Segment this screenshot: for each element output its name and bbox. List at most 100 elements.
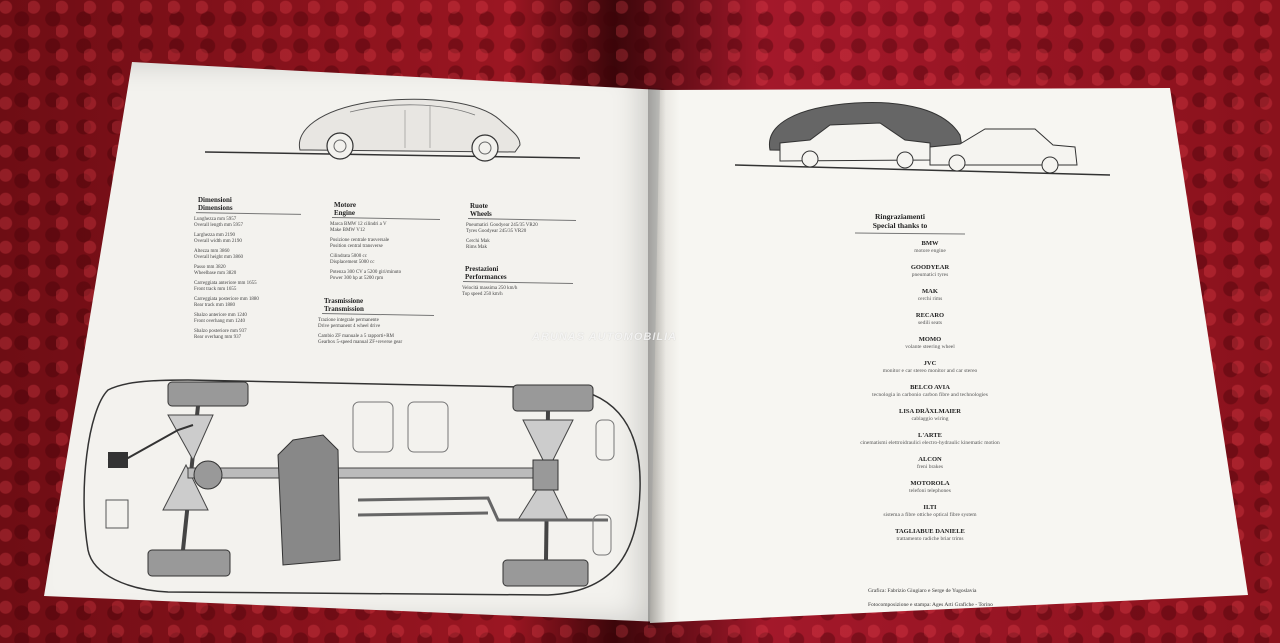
dimensions-heading-en: Dimensions bbox=[198, 204, 233, 212]
engine-line: Displacement 5000 cc bbox=[330, 260, 375, 265]
dimensions-line: Sbalzo anteriore mm 1240 bbox=[194, 313, 247, 318]
thanks-sponsor-name: ILTI bbox=[923, 504, 937, 511]
dimensions-line: Carreggiata posteriore mm 1880 bbox=[194, 297, 259, 302]
thanks-sponsor-role: trattamento radiche briar trims bbox=[896, 536, 964, 542]
thanks-sponsor-name: GOODYEAR bbox=[910, 264, 950, 271]
thanks-sponsor-name: BMW bbox=[921, 240, 939, 247]
engine-line: Posizione centrale trasversale bbox=[330, 238, 390, 243]
transmission-line: Gearbox 5-speed manual ZF+reverse gear bbox=[318, 340, 403, 345]
thanks-sponsor-name: RECARO bbox=[915, 312, 945, 319]
dimensions-line: Front track mm 1655 bbox=[194, 287, 237, 292]
dimensions-line: Sbalzo posteriore mm 937 bbox=[194, 329, 247, 334]
wheels-line: Cerchi Mak bbox=[466, 239, 490, 244]
thanks-sponsor-role: freni brakes bbox=[916, 464, 944, 470]
engine-line: Marca BMW 12 cilindri a V bbox=[330, 222, 387, 227]
thanks-sponsor-role: tecnologia in carbonio carbon fibre and … bbox=[872, 392, 988, 398]
transmission-heading-it: Trasmissione bbox=[324, 297, 364, 305]
performance-line: Velocità massima 250 km/h bbox=[462, 286, 518, 291]
dimensions-heading-it: Dimensioni bbox=[198, 196, 232, 204]
performance-line: Top speed 250 km/h bbox=[462, 292, 503, 297]
wheels-line: Pneumatici Goodyear 245/35 VR20 bbox=[466, 223, 538, 228]
thanks-sponsor-role: cerchi rims bbox=[917, 296, 943, 302]
thanks-sponsor-name: MAK bbox=[922, 288, 938, 295]
dimensions-line: Larghezza mm 2190 bbox=[194, 233, 236, 238]
engine-line: Make BMW V12 bbox=[330, 228, 365, 233]
thanks-sponsor-role: pneumatici tyres bbox=[911, 272, 949, 278]
transmission-line: Drive permanent 4 wheel drive bbox=[318, 324, 381, 329]
car-side-profile-drawing bbox=[204, 98, 581, 162]
engine-heading-it: Motore bbox=[334, 201, 357, 209]
thanks-sponsor-role: cablaggio wiring bbox=[911, 416, 949, 422]
dimensions-line: Rear track mm 1880 bbox=[194, 303, 235, 308]
thanks-sponsor-role: telefoni telephones bbox=[909, 488, 951, 494]
dimensions-line: Rear overhang mm 937 bbox=[194, 335, 242, 340]
credit-graphics: Grafica: Fabrizio Giugiaro e Serge de Yu… bbox=[868, 588, 977, 594]
engine-line: Power 300 hp at 5200 rpm bbox=[330, 276, 384, 281]
dimensions-line: Altezza mm 3860 bbox=[194, 249, 230, 254]
dimensions-line: Passo mm 3820 bbox=[194, 265, 226, 270]
thanks-sponsor-role: monitor e car stereo monitor and car ste… bbox=[882, 368, 978, 374]
wheels-heading-en: Wheels bbox=[470, 210, 492, 218]
engine-line: Position central transverse bbox=[330, 244, 383, 249]
thanks-sponsor-name: ALCON bbox=[918, 456, 942, 463]
thanks-sponsor-role: motore engine bbox=[914, 248, 946, 254]
dimensions-line: Carreggiata anteriore mm 1655 bbox=[194, 281, 257, 286]
engine-heading-en: Engine bbox=[334, 209, 356, 217]
thanks-header: Ringraziamenti Special thanks to bbox=[820, 212, 980, 230]
transmission-heading-en: Transmission bbox=[324, 305, 364, 313]
transmission-line: Cambio ZF manuale a 5 rapporti+RM bbox=[318, 334, 395, 339]
wheels-line: Rims Mak bbox=[466, 245, 487, 250]
left-page bbox=[44, 62, 662, 622]
thanks-sponsor-role: sistema a fibre ottiche optical fibre sy… bbox=[883, 512, 977, 518]
chassis-plan-drawing bbox=[83, 379, 641, 596]
dimensions-line: Overall length mm 5957 bbox=[194, 223, 244, 228]
right-page bbox=[650, 88, 1248, 623]
thanks-title-en: Special thanks to bbox=[872, 221, 928, 230]
thanks-sponsor-name: JVC bbox=[923, 360, 937, 367]
dimensions-line: Overall width mm 2190 bbox=[194, 239, 242, 244]
book-gutter-shadow bbox=[648, 88, 666, 628]
thanks-sponsor-name: MOMO bbox=[918, 336, 942, 343]
thanks-sponsor-role: volante steering wheel bbox=[905, 344, 955, 350]
thanks-sponsor-role: sedili seats bbox=[918, 320, 942, 326]
engine-line: Potenza 300 CV a 5200 giri/minuto bbox=[330, 270, 402, 275]
watermark-text: ARUNAS AUTOMOBILIA bbox=[532, 331, 678, 343]
thanks-sponsor-name: MOTOROLA bbox=[910, 480, 950, 487]
dimensions-line: Wheelbase mm 3820 bbox=[194, 271, 237, 276]
wheels-heading-it: Ruote bbox=[470, 202, 488, 210]
engine-line: Cilindrata 5000 cc bbox=[330, 254, 367, 259]
dimensions-line: Lunghezza mm 5957 bbox=[194, 217, 237, 222]
wheels-line: Tyres Goodyear 245/35 VR20 bbox=[466, 229, 527, 234]
credit-printing: Fotocomposizione e stampa: Ages Arti Gra… bbox=[868, 602, 993, 608]
cars-comparison-drawing bbox=[735, 102, 1111, 176]
thanks-sponsor-name: L'ARTE bbox=[918, 432, 942, 439]
performance-heading-it: Prestazioni bbox=[465, 265, 499, 273]
thanks-sponsor-name: TAGLIABUE DANIELE bbox=[895, 528, 965, 535]
dimensions-line: Front overhang mm 1240 bbox=[194, 319, 245, 324]
thanks-sponsor-name: BELCO AVIA bbox=[910, 384, 950, 391]
thanks-sponsor-role: cinematismi elettroidraulici electro-hyd… bbox=[860, 440, 1000, 446]
performance-heading-en: Performances bbox=[465, 273, 507, 281]
thanks-sponsor-name: LISA DRÄXLMAIER bbox=[899, 408, 961, 415]
thanks-title-it: Ringraziamenti bbox=[875, 212, 925, 221]
